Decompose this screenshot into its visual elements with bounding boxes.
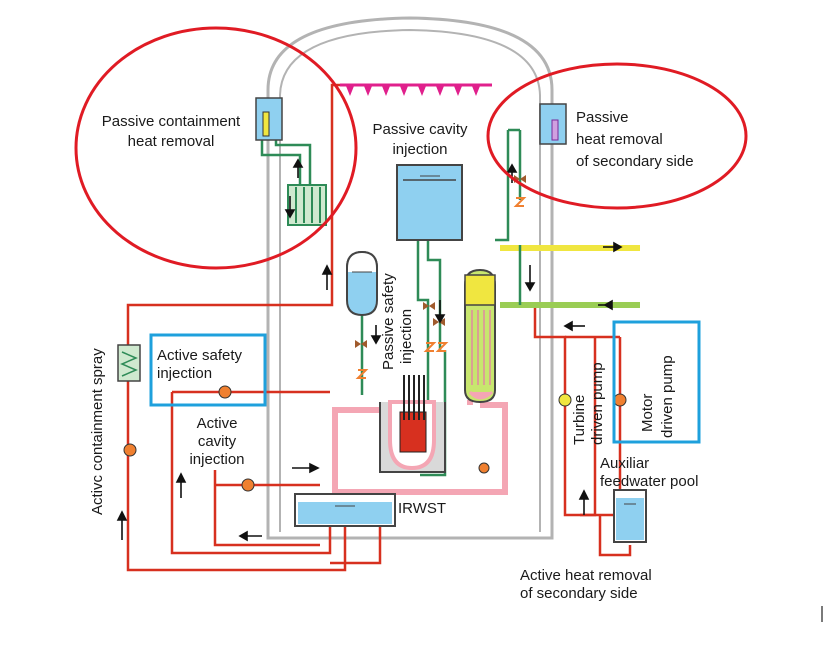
svg-text:Passive safety: Passive safety	[380, 273, 397, 370]
irwst-tank	[294, 493, 396, 527]
label-motor-pump: Motor driven pump	[639, 355, 676, 438]
label-passive-safety: Passive safety injection	[380, 273, 415, 370]
valves	[355, 175, 526, 348]
svg-text:injection: injection	[189, 451, 244, 468]
box-motor-pump	[612, 320, 701, 444]
containment-cooling-tank	[255, 97, 283, 141]
label-aux-pool: Auxiliar feedwater pool	[600, 455, 698, 490]
pumps	[123, 385, 627, 492]
svg-text:injection: injection	[398, 309, 415, 364]
svg-text:of secondary side: of secondary side	[576, 153, 694, 170]
label-passive-cavity: Passive cavity injection	[372, 121, 468, 158]
svg-text:cavity: cavity	[198, 433, 237, 450]
steam-generator	[464, 268, 496, 404]
label-active-spray: Activc containment spray	[89, 348, 106, 515]
svg-text:Passive: Passive	[576, 109, 629, 126]
svg-text:feedwater pool: feedwater pool	[600, 473, 698, 490]
svg-text:of secondary side: of secondary side	[520, 585, 638, 602]
red-highlight-ellipses	[74, 26, 748, 270]
svg-text:Turbine: Turbine	[571, 395, 588, 445]
svg-text:Active heat removal: Active heat removal	[520, 567, 652, 584]
svg-text:Motor: Motor	[639, 394, 656, 432]
label-active-cavity: Active cavity injection	[189, 415, 244, 468]
box-active-safety	[149, 333, 267, 407]
svg-text:Passive containment: Passive containment	[102, 113, 241, 130]
cavity-injection-tank	[396, 164, 463, 241]
svg-text:driven pump: driven pump	[589, 362, 606, 445]
svg-text:driven pump: driven pump	[659, 355, 676, 438]
check-valves	[355, 197, 527, 379]
accumulator-tank	[346, 250, 378, 317]
svg-text:injection: injection	[157, 365, 212, 382]
label-irwst: IRWST	[398, 500, 446, 517]
spray-header	[340, 83, 492, 96]
svg-text:Active safety: Active safety	[157, 347, 243, 364]
ellipse-passive-containment	[74, 26, 358, 270]
svg-text:Activc containment spray: Activc containment spray	[89, 348, 106, 515]
secondary-lines	[500, 245, 640, 308]
flow-arrows	[116, 158, 623, 542]
svg-text:Auxiliar: Auxiliar	[600, 455, 649, 472]
label-active-secondary: Active heat removal of secondary side	[520, 567, 652, 602]
label-passive-containment: Passive containment heat removal	[102, 113, 241, 150]
label-passive-secondary: Passive heat removal of secondary side	[576, 109, 694, 170]
svg-text:Active: Active	[197, 415, 238, 432]
svg-text:heat removal: heat removal	[128, 133, 215, 150]
containment-vessel	[266, 16, 554, 540]
ellipse-passive-secondary	[486, 62, 748, 210]
svg-text:heat removal: heat removal	[576, 131, 663, 148]
label-active-safety: Active safety injection	[157, 347, 243, 382]
passive-pipes	[260, 118, 522, 477]
containment-heat-exchanger	[287, 184, 327, 226]
reactor-vessel	[379, 375, 446, 473]
feedwater-pool	[613, 489, 647, 543]
svg-text:injection: injection	[392, 141, 447, 158]
svg-text:Passive cavity: Passive cavity	[372, 121, 468, 138]
spray-heat-exchanger	[117, 344, 141, 382]
blue-highlight-boxes	[149, 320, 701, 444]
label-turbine-pump: Turbine driven pump	[571, 362, 606, 445]
secondary-cooling-tank	[539, 103, 567, 145]
